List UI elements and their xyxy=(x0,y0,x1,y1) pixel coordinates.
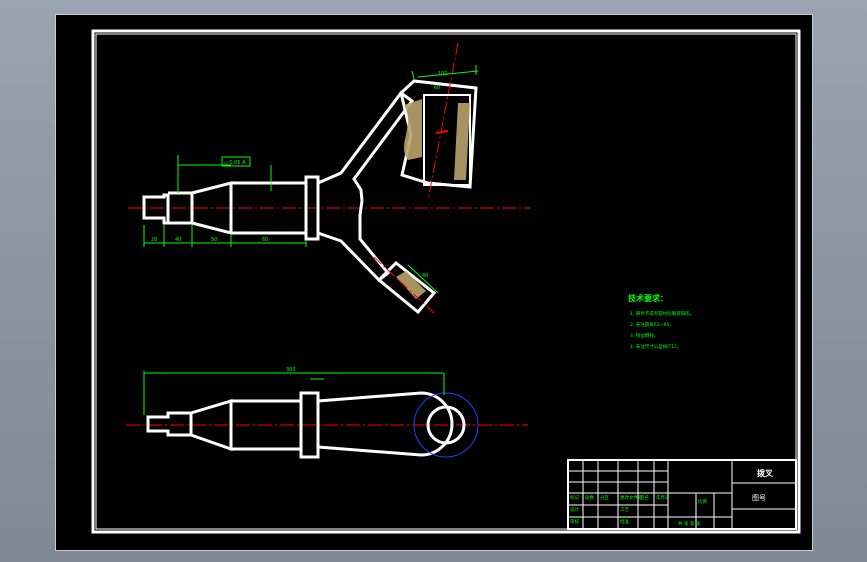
tb-scale-label: 比例 xyxy=(698,498,707,505)
tolerance-frame xyxy=(221,156,251,167)
cad-viewport[interactable]: 40 ◇ 0.05 A 20 40 50 60 100 60 xyxy=(55,14,813,551)
tech-req-item-2: 2. 未注圆角R3~R5。 xyxy=(630,321,674,328)
tb-col-change-doc: 更改文件号 xyxy=(620,494,643,501)
tb-drawing-no: 图号 xyxy=(752,494,766,502)
front-view-dimension-lines xyxy=(143,371,445,415)
lower-fork-jaw: 40 xyxy=(373,256,439,316)
dim-lower-fork-width: 40 xyxy=(422,273,428,279)
title-block: 标记 处数 分区 更改文件号 签名 年月日 设计 审核 工艺 批准 比例 共 张… xyxy=(567,459,797,530)
hub-hidden-circle xyxy=(413,392,479,458)
dim-overall-length: 300 xyxy=(286,367,296,373)
dim-upper-fork-inner: 60 xyxy=(434,85,440,91)
tech-req-item-4: 4. 未注尺寸公差按IT12。 xyxy=(630,343,682,350)
tech-req-title: 技术要求： xyxy=(628,293,668,303)
technical-requirements: 技术要求： 1. 铸件不得有裂纹砂眼等缺陷。 2. 未注圆角R3~R5。 3. … xyxy=(628,293,694,350)
tb-col-date: 年月日 xyxy=(656,494,670,501)
tolerance-frame-text: ◇ 0.05 A xyxy=(224,160,246,166)
dim-right-segment: 60 xyxy=(262,237,268,243)
dim-upper-fork-width: 100 xyxy=(438,71,448,77)
tb-col-sign: 签名 xyxy=(640,494,649,501)
sheet-outer-frame xyxy=(91,29,801,534)
tb-col-zone: 分区 xyxy=(600,494,609,501)
tb-col-count: 处数 xyxy=(585,494,594,501)
tb-sheet-label: 共 张 第 张 xyxy=(678,520,701,527)
dim-cone: 50 xyxy=(211,237,217,243)
top-view-dimension-lines xyxy=(143,65,479,247)
tb-col-mark: 标记 xyxy=(570,494,579,501)
dim-mid-segment: 40 xyxy=(175,237,181,243)
dim-left-segment: 20 xyxy=(151,237,157,243)
tb-role-review: 审核 xyxy=(570,518,579,525)
front-view: 300 xyxy=(126,367,528,459)
top-view-shaft-outline xyxy=(142,90,415,283)
tech-req-item-3: 3. 锐边倒钝。 xyxy=(630,332,658,339)
tb-role-approve: 批准 xyxy=(620,518,629,525)
top-view: 40 ◇ 0.05 A 20 40 50 60 100 60 xyxy=(128,42,531,316)
cad-drawing: 40 ◇ 0.05 A 20 40 50 60 100 60 xyxy=(91,29,801,534)
upper-fork-jaw xyxy=(399,42,478,201)
tb-part-name: 拨叉 xyxy=(757,468,774,478)
tech-req-item-1: 1. 铸件不得有裂纹砂眼等缺陷。 xyxy=(630,310,694,317)
sheet-inner-frame xyxy=(95,33,797,530)
tb-role-design: 设计 xyxy=(570,506,579,513)
tb-role-process: 工艺 xyxy=(620,507,629,513)
